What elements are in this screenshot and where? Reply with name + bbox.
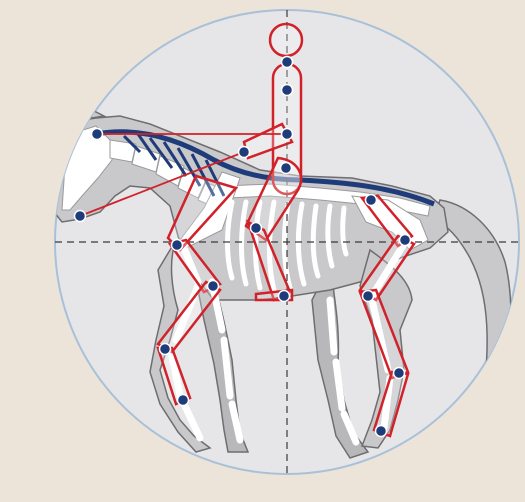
joint-fore-knee [160,344,171,355]
joint-rider-knee [251,223,262,234]
joint-rider-elbow [239,147,250,158]
joint-fore-shoulder [172,240,183,251]
horse-ear [64,112,86,122]
joint-rider-ankle [279,291,290,302]
joint-hind-hip [366,195,377,206]
joint-fore-elbow [208,281,219,292]
joint-rider-hip [281,163,292,174]
joint-hind-hock [363,291,374,302]
joint-hind-stifle [400,235,411,246]
joint-rider-chin [282,85,293,96]
joint-fore-fetlock [178,395,189,406]
joint-rider-shoulder [282,129,293,140]
joint-horse-poll [92,129,103,140]
joint-rider-neck [282,57,293,68]
joint-horse-mouth [75,211,86,222]
joint-hind-fetlock [394,368,405,379]
rider-head-outline [270,24,302,56]
joint-hind-hoof [376,426,387,437]
